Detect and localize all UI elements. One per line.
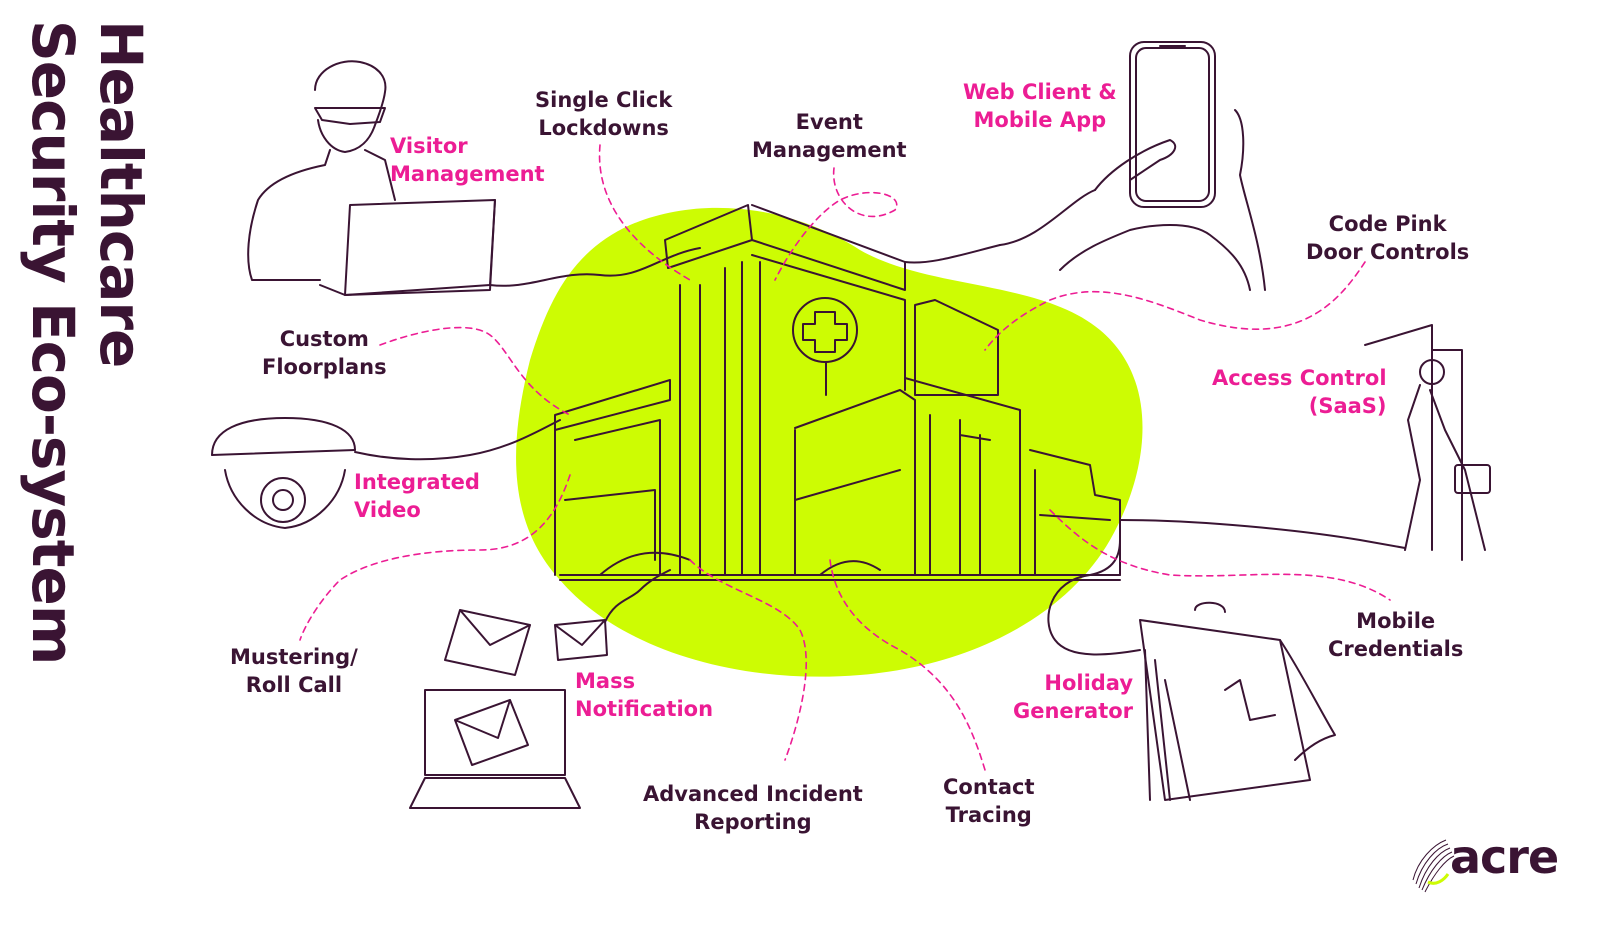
label-line: Mass bbox=[575, 669, 636, 693]
label-line: Reporting bbox=[694, 810, 812, 834]
label-custom-floorplans: Custom Floorplans bbox=[262, 325, 387, 381]
label-line: Management bbox=[390, 162, 545, 186]
security-camera-icon bbox=[211, 417, 561, 529]
label-line: Event bbox=[795, 110, 863, 134]
label-line: Floorplans bbox=[262, 355, 387, 379]
connector-lines bbox=[299, 144, 1391, 771]
acre-logo-icon bbox=[1412, 839, 1455, 893]
label-line: Notification bbox=[575, 697, 714, 721]
label-line: Advanced Incident bbox=[643, 782, 863, 806]
label-line: Access Control bbox=[1212, 366, 1387, 390]
label-line: Video bbox=[354, 498, 421, 522]
label-line: Lockdowns bbox=[538, 116, 669, 140]
title-line-1: Healthcare bbox=[87, 20, 155, 368]
label-line: Single Click bbox=[535, 88, 673, 112]
label-web-client-mobile-app: Web Client & Mobile App bbox=[963, 78, 1117, 134]
label-line: Visitor bbox=[390, 134, 468, 158]
label-mobile-credentials: Mobile Credentials bbox=[1328, 607, 1463, 663]
walking-person-door-icon bbox=[1119, 324, 1491, 561]
label-line: Holiday bbox=[1044, 671, 1134, 695]
logo-text: acre bbox=[1450, 830, 1559, 884]
calendar-icon bbox=[1047, 539, 1336, 801]
label-holiday-generator: Holiday Generator bbox=[1013, 669, 1133, 725]
title-line-2: Security Eco-system bbox=[19, 20, 87, 665]
label-line: Contact bbox=[943, 775, 1035, 799]
title-block: Healthcare Security Eco-system bbox=[0, 0, 160, 927]
label-line: Tracing bbox=[945, 803, 1032, 827]
label-mass-notification: Mass Notification bbox=[575, 667, 713, 723]
label-line: Mobile App bbox=[973, 108, 1107, 132]
label-line: Web Client & bbox=[963, 80, 1117, 104]
label-line: Door Controls bbox=[1306, 240, 1470, 264]
hand-phone-icon bbox=[904, 41, 1266, 291]
label-mustering-roll-call: Mustering/ Roll Call bbox=[230, 643, 358, 699]
label-contact-tracing: Contact Tracing bbox=[943, 773, 1035, 829]
person-laptop-icon bbox=[247, 60, 701, 296]
label-single-click-lockdowns: Single Click Lockdowns bbox=[535, 86, 672, 142]
label-access-control: Access Control (SaaS) bbox=[1212, 364, 1387, 420]
label-advanced-incident-reporting: Advanced Incident Reporting bbox=[643, 780, 863, 836]
label-line: Generator bbox=[1013, 699, 1134, 723]
label-visitor-management: Visitor Management bbox=[390, 132, 545, 188]
laptop-envelopes-icon bbox=[409, 569, 671, 809]
label-line: Integrated bbox=[354, 470, 480, 494]
acre-logo: acre bbox=[1408, 830, 1568, 900]
label-line: Mustering/ bbox=[230, 645, 358, 669]
label-line: Mobile bbox=[1356, 609, 1436, 633]
label-line: Custom bbox=[279, 327, 369, 351]
label-line: Credentials bbox=[1328, 637, 1464, 661]
label-line: Roll Call bbox=[245, 673, 343, 697]
label-code-pink-door-controls: Code Pink Door Controls bbox=[1306, 210, 1469, 266]
label-line: (SaaS) bbox=[1308, 394, 1387, 418]
label-integrated-video: Integrated Video bbox=[354, 468, 480, 524]
hospital-building-icon bbox=[554, 204, 1121, 581]
label-line: Management bbox=[752, 138, 907, 162]
label-event-management: Event Management bbox=[752, 108, 907, 164]
label-line: Code Pink bbox=[1328, 212, 1447, 236]
